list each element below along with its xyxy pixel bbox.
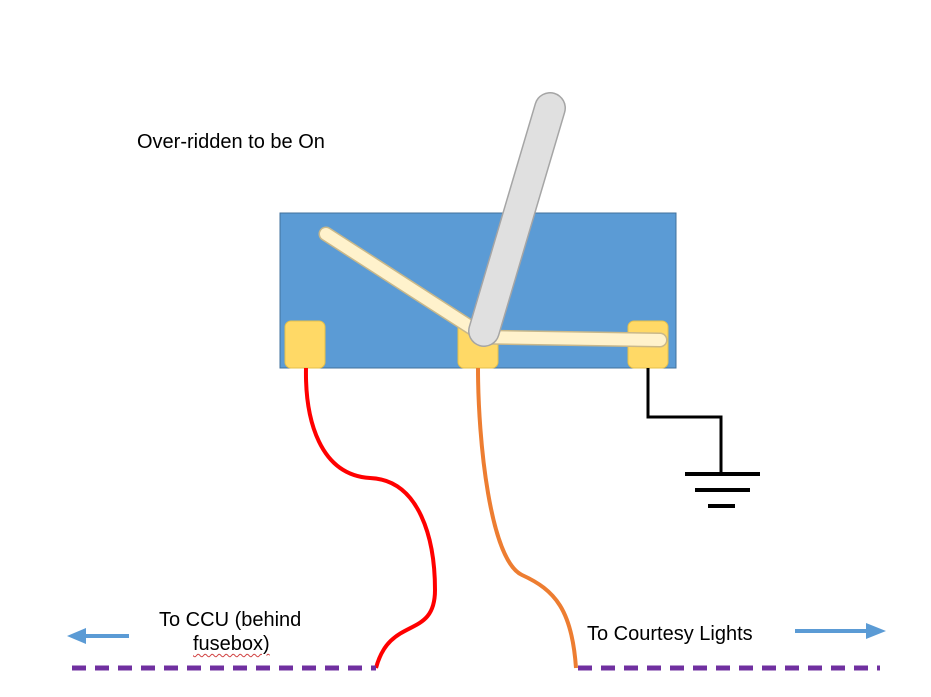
ground-wire [646, 368, 723, 474]
wire-to-ccu [303, 367, 438, 669]
ccu-label: To CCU (behind fusebox) [159, 608, 301, 656]
arrow-right-icon [795, 623, 886, 639]
ccu-label-line1: To CCU (behind [159, 609, 302, 631]
switch-state-label: Over-ridden to be On [137, 131, 325, 153]
arrow-left-icon [67, 628, 129, 644]
terminal-left [284, 320, 326, 369]
wire-to-courtesy-lights [476, 367, 578, 669]
ground-symbol-icon [685, 472, 760, 508]
courtesy-lights-label: To Courtesy Lights [587, 623, 753, 645]
contact-arm-upper [318, 226, 486, 340]
contact-arm-lower [470, 329, 668, 348]
ccu-label-line2-text: fusebox) [193, 633, 270, 655]
switch-lever [468, 92, 566, 347]
ccu-label-line2: fusebox) [159, 632, 301, 656]
